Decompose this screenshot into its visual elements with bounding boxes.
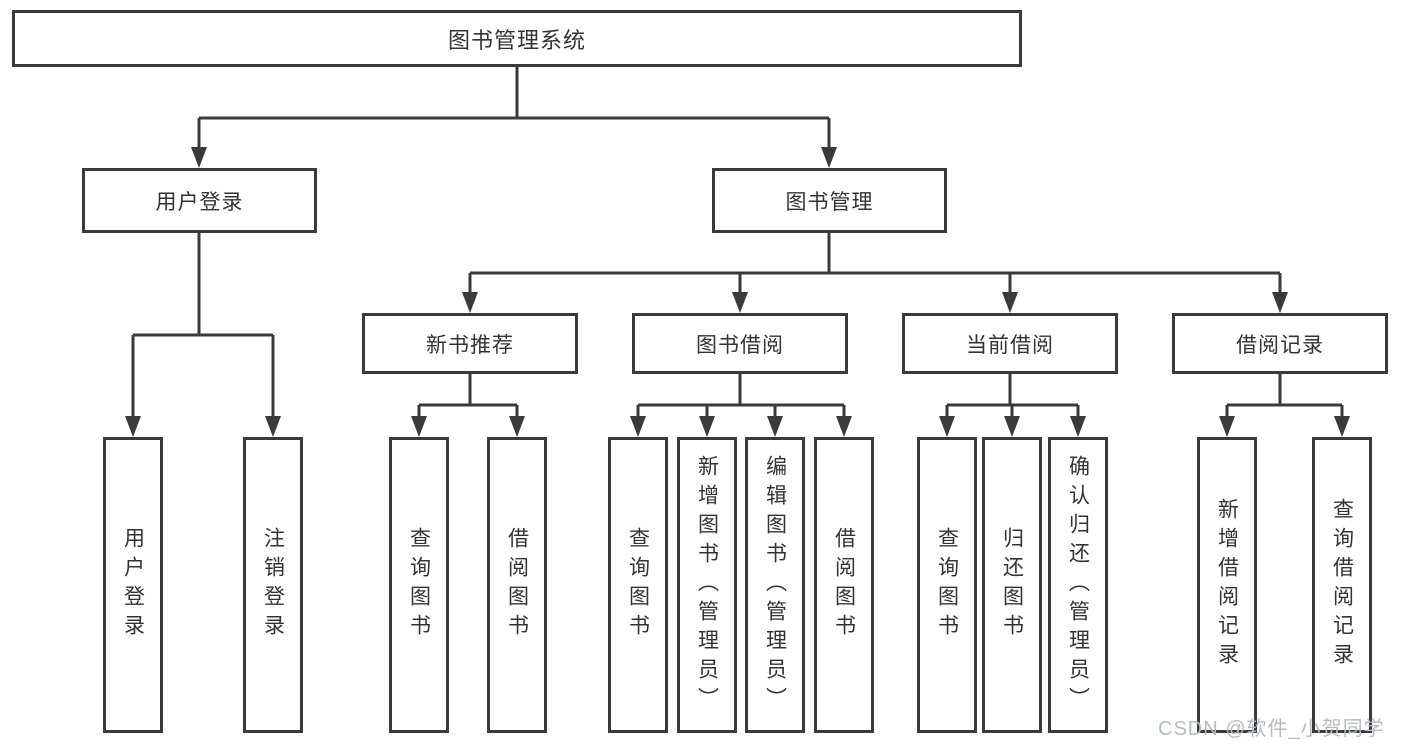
node-query-borrow-record: 查询借阅记录 bbox=[1312, 437, 1372, 733]
node-borrow-books-borrowing: 借阅图书 bbox=[814, 437, 874, 733]
node-logout-action: 注销登录 bbox=[243, 437, 303, 733]
node-book-borrowing: 图书借阅 bbox=[632, 313, 848, 374]
node-confirm-return-admin: 确认归还（管理员） bbox=[1048, 437, 1108, 733]
node-label: 编辑图书（管理员） bbox=[763, 454, 787, 716]
node-query-books-current: 查询图书 bbox=[917, 437, 977, 733]
node-label: 新增借阅记录 bbox=[1215, 498, 1239, 672]
node-label: 借阅记录 bbox=[1236, 333, 1324, 357]
node-user-login: 用户登录 bbox=[82, 168, 317, 233]
node-label: 归还图书 bbox=[1000, 527, 1024, 643]
node-label: 新书推荐 bbox=[426, 333, 514, 357]
node-label: 注销登录 bbox=[261, 527, 285, 643]
node-label: 借阅图书 bbox=[832, 527, 856, 643]
node-system-root: 图书管理系统 bbox=[12, 10, 1022, 67]
node-label: 新增图书（管理员） bbox=[695, 454, 719, 716]
node-new-book-recommend: 新书推荐 bbox=[362, 313, 578, 374]
node-add-borrow-record: 新增借阅记录 bbox=[1197, 437, 1257, 733]
node-label: 查询图书 bbox=[407, 527, 431, 643]
node-query-books-recommend: 查询图书 bbox=[389, 437, 449, 733]
node-label: 图书借阅 bbox=[696, 333, 784, 357]
node-return-book: 归还图书 bbox=[982, 437, 1042, 733]
node-query-books-borrowing: 查询图书 bbox=[608, 437, 668, 733]
node-user-login-action: 用户登录 bbox=[103, 437, 163, 733]
node-add-book-admin: 新增图书（管理员） bbox=[677, 437, 737, 733]
csdn-watermark: CSDN @软件_小贺同学 bbox=[1158, 718, 1385, 740]
node-label: 用户登录 bbox=[155, 190, 244, 214]
node-borrowing-records: 借阅记录 bbox=[1172, 313, 1388, 374]
node-label: 图书管理系统 bbox=[447, 27, 586, 53]
node-edit-book-admin: 编辑图书（管理员） bbox=[745, 437, 805, 733]
node-label: 用户登录 bbox=[121, 527, 145, 643]
node-borrow-books-recommend: 借阅图书 bbox=[487, 437, 547, 733]
node-label: 查询图书 bbox=[935, 527, 959, 643]
node-label: 确认归还（管理员） bbox=[1066, 454, 1090, 716]
node-label: 当前借阅 bbox=[966, 333, 1054, 357]
node-label: 图书管理 bbox=[785, 190, 874, 214]
node-current-borrowing: 当前借阅 bbox=[902, 313, 1118, 374]
node-label: 查询借阅记录 bbox=[1330, 498, 1354, 672]
node-label: 查询图书 bbox=[626, 527, 650, 643]
node-label: 借阅图书 bbox=[505, 527, 529, 643]
node-book-management: 图书管理 bbox=[712, 168, 947, 233]
